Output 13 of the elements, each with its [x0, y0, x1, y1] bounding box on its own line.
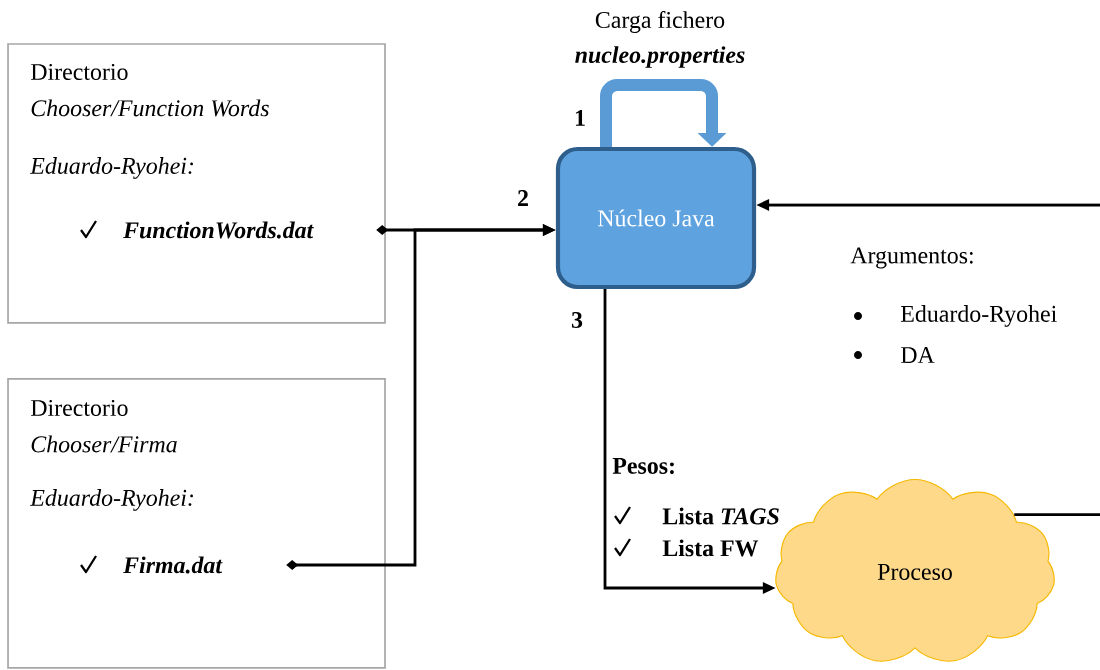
- list-heading: Argumentos:: [850, 247, 973, 269]
- file-name: FunctionWords.dat: [123, 221, 314, 239]
- list-heading: Pesos:: [612, 458, 674, 474]
- arrow: [600, 78, 727, 147]
- step-number: 1: [572, 108, 588, 128]
- step-number: 2: [515, 188, 531, 208]
- process-box: Núcleo Java: [555, 146, 757, 290]
- annotation: Carga fichero: [595, 11, 725, 33]
- list-item: DA: [900, 347, 935, 363]
- file-name: nucleo.properties: [575, 46, 745, 68]
- file-name: Firma.dat: [123, 556, 223, 574]
- list-item: Eduardo-Ryohei: [900, 305, 1057, 327]
- step-number: 3: [569, 310, 585, 330]
